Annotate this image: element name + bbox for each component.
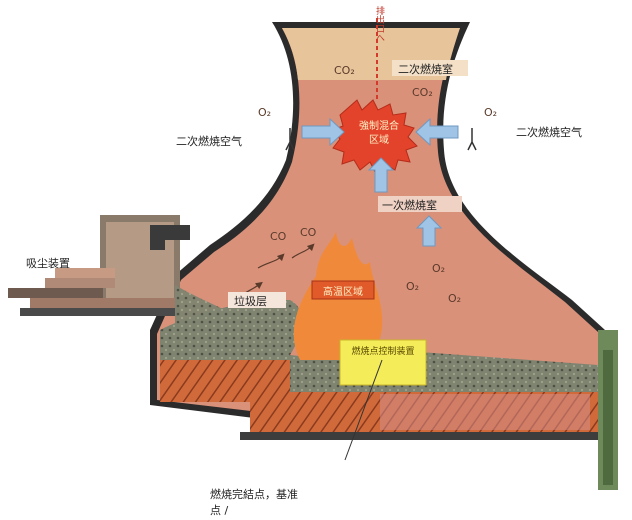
secondary-chamber-label: 二次燃焼室 xyxy=(398,63,453,76)
bottom-note-line1: 燃焼完結点，基准 xyxy=(210,488,298,501)
high-temp-zone-label: 高温区域 xyxy=(323,287,363,298)
updraft-arrow-2 xyxy=(415,215,443,247)
high-temp-zone-box xyxy=(311,280,375,300)
gas-o2-a: O₂ xyxy=(432,262,446,275)
floor-line xyxy=(240,432,602,440)
bottom-note-line2: 点 / xyxy=(210,504,229,517)
forced-mixing-zone xyxy=(331,99,418,175)
gas-o2-c: O₂ xyxy=(448,292,462,305)
nozzle-left xyxy=(285,128,295,151)
forced-mixing-label-line2: 区域 xyxy=(369,135,389,146)
waste-layer-left xyxy=(175,285,262,360)
gas-co2-b: CO₂ xyxy=(412,86,433,99)
dust-pipe-1 xyxy=(8,288,103,298)
gas-swirl-2 xyxy=(291,243,315,259)
gas-co-a: CO xyxy=(270,230,287,243)
dust-device-label: 吸尘装置 xyxy=(26,257,70,270)
dust-pipe-3 xyxy=(45,278,115,288)
gas-co-b: CO xyxy=(300,226,317,239)
secondary-air-right-label: 二次燃焼空气 xyxy=(516,126,582,139)
primary-chamber-box xyxy=(378,196,462,212)
gas-co2-a: CO₂ xyxy=(334,64,355,77)
secondary-air-left-label: 二次燃焼空气 xyxy=(176,135,242,148)
forced-mixing-label-line1: 強制混合 xyxy=(359,121,399,132)
secondary-air-arrow-left xyxy=(301,117,345,147)
waste-layer-label: 垃圾层 xyxy=(234,295,267,308)
waste-layer-box xyxy=(228,292,286,308)
gas-o2-left: O₂ xyxy=(258,106,272,119)
left-wall-block xyxy=(150,225,190,250)
secondary-air-arrow-right xyxy=(415,117,459,147)
gas-swirl-1 xyxy=(257,253,285,269)
forced-mixing-label: 強制混合 区域 xyxy=(348,120,410,148)
updraft-arrow-1 xyxy=(367,157,395,193)
gas-o2-b: O₂ xyxy=(406,280,420,293)
gas-o2-right: O₂ xyxy=(484,106,498,119)
exhaust-label: 排出口へ xyxy=(374,6,384,42)
nozzle-right xyxy=(467,128,477,151)
burn-control-box xyxy=(339,339,427,386)
grate-lower-pink xyxy=(380,394,590,430)
primary-chamber-label: 一次燃焼室 xyxy=(382,199,437,212)
ash-outlet-inner xyxy=(603,350,613,485)
control-pointer-line xyxy=(344,359,383,461)
dust-pipe-2 xyxy=(30,298,180,308)
dust-base xyxy=(20,308,180,316)
secondary-chamber-box xyxy=(392,60,468,76)
burn-control-label: 燃焼点控制装置 xyxy=(351,347,415,357)
dust-pipe-4 xyxy=(55,268,115,278)
